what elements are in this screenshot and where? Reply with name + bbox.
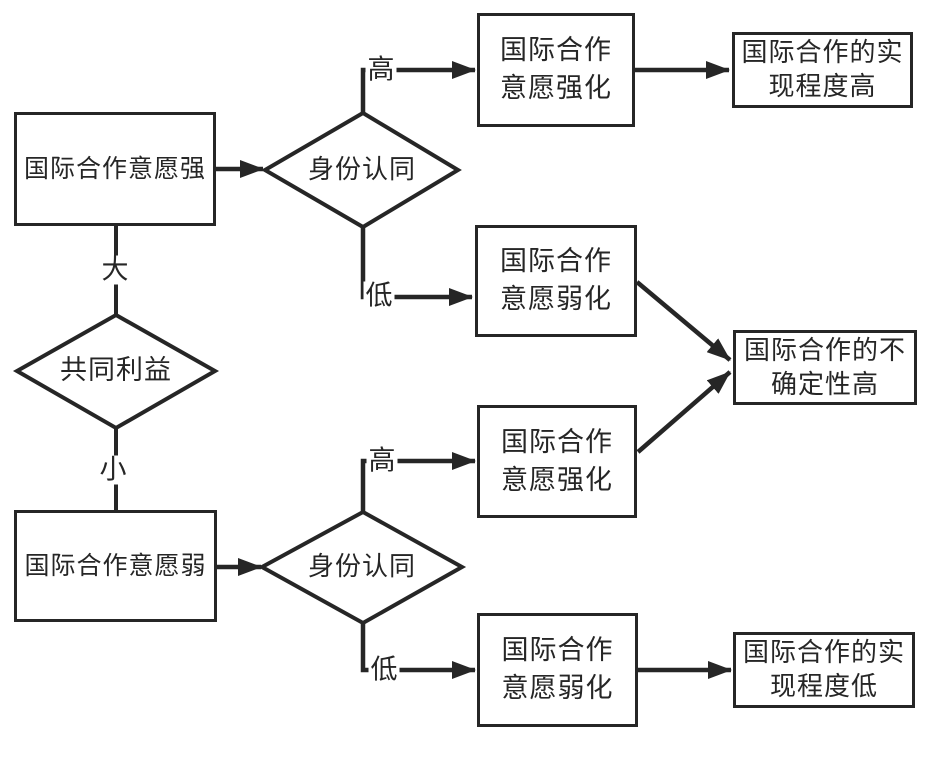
edge-strengthenmid-to-outcomeuncertain <box>636 370 732 454</box>
edge-label-big: 大 <box>99 254 131 285</box>
node-identity-bottom: 身份认同 <box>262 541 462 593</box>
node-label: 身份认同 <box>307 551 416 581</box>
node-weaken-bottom: 国际合作 意愿弱化 <box>477 613 638 727</box>
node-weak-will: 国际合作意愿弱 <box>14 510 217 622</box>
node-identity-top: 身份认同 <box>262 144 462 196</box>
edge-identitybottom-high-to-strengthenmid <box>360 452 476 512</box>
node-outcome-uncertain: 国际合作的不 确定性高 <box>733 330 917 405</box>
diamond-common-interest <box>12 312 220 431</box>
node-strong-will: 国际合作意愿强 <box>14 112 216 226</box>
diamond-identity-bottom <box>257 509 467 626</box>
node-label: 国际合作意愿弱 <box>24 552 207 580</box>
node-label: 国际合作 意愿弱化 <box>501 635 614 703</box>
node-label: 国际合作 意愿强化 <box>500 35 612 103</box>
node-label: 国际合作的实 现程度低 <box>742 638 905 701</box>
edge-label-low-top: 低 <box>363 280 395 311</box>
node-common-interest: 共同利益 <box>16 345 216 397</box>
node-label: 国际合作意愿强 <box>23 155 206 183</box>
node-label: 国际合作 意愿强化 <box>501 426 613 495</box>
node-label: 身份认同 <box>307 154 416 184</box>
edge-label-high-mid: 高 <box>366 445 398 476</box>
node-outcome-high: 国际合作的实 现程度高 <box>732 32 913 108</box>
edge-identitytop-low-to-weakenmid <box>360 227 473 306</box>
edge-identitytop-high-to-strengthentop <box>360 61 476 113</box>
diamond-identity-top <box>261 110 462 230</box>
node-label: 国际合作 意愿弱化 <box>500 246 612 314</box>
edge-label-low-bottom: 低 <box>368 654 400 685</box>
node-label: 共同利益 <box>60 355 172 386</box>
node-weaken-mid: 国际合作 意愿弱化 <box>475 225 637 337</box>
node-label: 国际合作的不 确定性高 <box>743 335 906 399</box>
node-strengthen-top: 国际合作 意愿强化 <box>477 13 635 127</box>
edge-label-high-top: 高 <box>365 54 397 85</box>
edge-label-small: 小 <box>97 454 129 485</box>
node-outcome-low: 国际合作的实 现程度低 <box>733 632 915 708</box>
edge-weakenmid-to-outcomeuncertain <box>635 280 732 362</box>
node-label: 国际合作的实 现程度高 <box>741 38 904 101</box>
edge-identitybottom-low-to-weakenbottom <box>360 623 476 679</box>
node-strengthen-mid: 国际合作 意愿强化 <box>477 405 637 518</box>
